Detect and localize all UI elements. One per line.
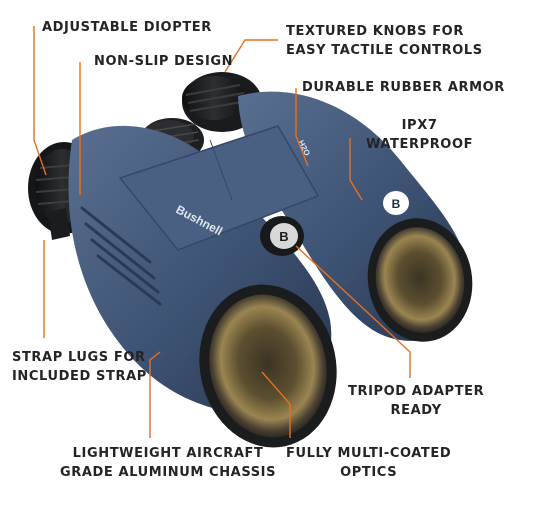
label-textured-knobs: TEXTURED KNOBS FOR EASY TACTILE CONTROLS — [286, 24, 483, 58]
tripod-adapter — [260, 216, 304, 256]
right-eyecup — [182, 72, 262, 132]
bridge-plate — [118, 125, 320, 251]
leader-textured-knobs — [224, 39, 278, 73]
leader-lines — [33, 26, 411, 438]
leader-optics — [261, 371, 291, 438]
strap-lug — [48, 208, 70, 240]
label-tripod-adapter: TRIPOD ADAPTER READY — [348, 384, 485, 418]
leader-adjustable-diopter — [33, 26, 47, 176]
label-adjustable-diopter: ADJUSTABLE DIOPTER — [42, 20, 212, 35]
tripod-emblem-letter: B — [279, 229, 288, 244]
label-strap-lugs: STRAP LUGS FOR INCLUDED STRAP — [12, 350, 147, 384]
leader-tripod — [295, 245, 411, 378]
barrel-emblem-letter: B — [392, 197, 401, 211]
leader-waterproof — [349, 138, 363, 201]
label-waterproof: IPX7 WATERPROOF — [366, 118, 474, 152]
label-optics: FULLY MULTI-COATED OPTICS — [286, 446, 452, 480]
label-non-slip-design: NON-SLIP DESIGN — [94, 54, 234, 69]
label-rubber-armor: DURABLE RUBBER ARMOR — [302, 80, 505, 95]
left-objective-lens — [199, 284, 337, 448]
leader-rubber-armor — [295, 88, 309, 167]
grip-ribs — [80, 206, 162, 306]
leader-chassis — [149, 351, 161, 438]
barrel-emblem — [383, 191, 409, 215]
label-aluminum-chassis: LIGHTWEIGHT AIRCRAFT GRADE ALUMINUM CHAS… — [60, 446, 277, 480]
right-objective-lens — [367, 218, 473, 342]
